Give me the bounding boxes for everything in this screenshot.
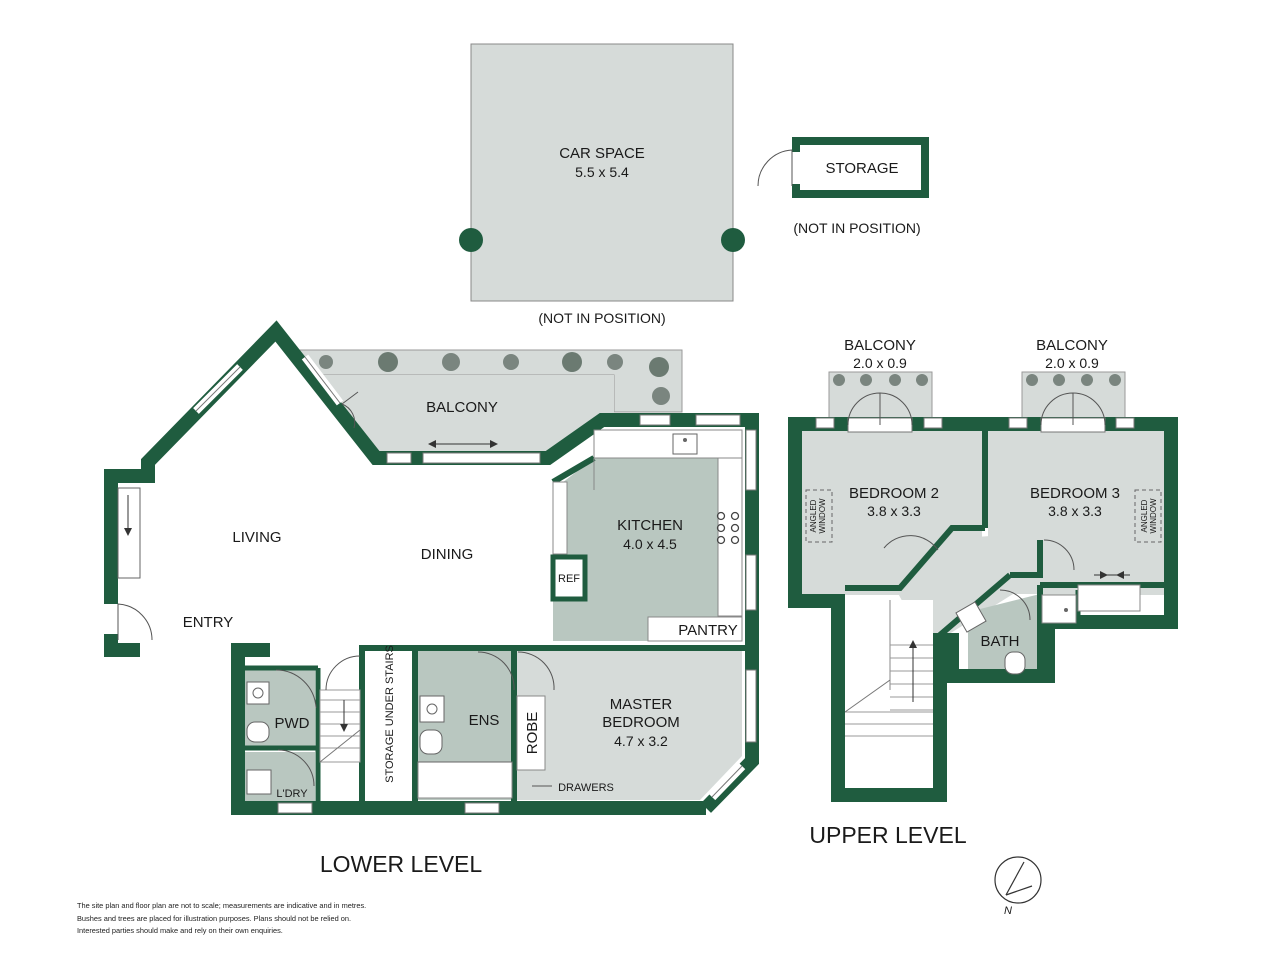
upper-exterior-wall (788, 417, 1178, 802)
drawers-label: DRAWERS (558, 782, 614, 794)
entry-label: ENTRY (183, 614, 234, 631)
bedroom3-label: BEDROOM 3 (1030, 485, 1120, 502)
balcony-trees (833, 374, 1121, 386)
upper-level: ANGLED WINDOW ANGLED WINDOW (788, 337, 1178, 848)
bedroom3-dims: 3.8 x 3.3 (1048, 503, 1102, 519)
angled-window-right (1134, 489, 1162, 543)
storage-door-swing (757, 149, 793, 187)
storage-label: STORAGE (825, 160, 898, 177)
balcony-right-label: BALCONY (1036, 337, 1108, 354)
pwd-toilet-icon (246, 721, 270, 743)
north-arrow-icon: N (994, 856, 1042, 917)
bath-basin-icon (955, 601, 987, 633)
master-dims: 4.7 x 3.2 (614, 733, 668, 749)
angled-window-left-2: WINDOW (818, 498, 827, 534)
french-door-left-a (847, 392, 881, 426)
ens-toilet-icon (419, 729, 443, 755)
ref-space (550, 554, 588, 602)
upper-level-title: UPPER LEVEL (809, 822, 966, 848)
robe-arrow-left-icon (1116, 571, 1124, 579)
storage-note: (NOT IN POSITION) (793, 220, 920, 236)
pwd-label: PWD (275, 715, 310, 732)
angled-window-left-1: ANGLED (809, 499, 818, 532)
ens-basin-icon (419, 695, 445, 723)
angled-window-right-2: WINDOW (1149, 498, 1158, 534)
bedroom3-robe (1077, 584, 1141, 612)
ens-label: ENS (469, 712, 500, 729)
sink-icon (672, 433, 698, 455)
angled-window-right-1: ANGLED (1140, 499, 1149, 532)
pantry-label: PANTRY (678, 622, 737, 639)
kitchen-label: KITCHEN (617, 517, 683, 534)
kitchen-bench-top (593, 429, 743, 459)
disclaimer-line-3: Interested parties should make and rely … (77, 926, 283, 936)
ref-label: REF (558, 573, 580, 585)
compass-label: N (1004, 905, 1012, 917)
stair-arrow-icon (340, 724, 348, 732)
disclaimer-line-2: Bushes and trees are placed for illustra… (77, 913, 352, 923)
lower-exterior-wall (104, 320, 759, 813)
disclaimer-line-1: The site plan and floor plan are not to … (77, 901, 367, 910)
post-right (721, 228, 745, 252)
french-door-right-a (1040, 392, 1074, 426)
balcony-left-dims: 2.0 x 0.9 (853, 355, 907, 371)
entry-wall (104, 634, 140, 657)
post-left (459, 228, 483, 252)
master-bedroom-floor (514, 651, 742, 800)
disclaimer: The site plan and floor plan are not to … (77, 900, 497, 938)
cooktop-icon (716, 511, 740, 545)
car-space-dims: 5.5 x 5.4 (575, 164, 629, 180)
sliding-door (422, 452, 541, 464)
upper-stair-arrow-icon (909, 640, 917, 648)
upper-stairs (844, 600, 933, 788)
stairs (319, 655, 361, 763)
master-label-2: BEDROOM (602, 714, 680, 731)
dining-label: DINING (421, 546, 474, 563)
car-space-label: CAR SPACE (559, 145, 645, 162)
ldry-label: L'DRY (276, 788, 308, 800)
kitchen-dims: 4.0 x 4.5 (623, 536, 677, 552)
robe-label: ROBE (524, 712, 541, 755)
lower-balcony-label: BALCONY (426, 399, 498, 416)
bedroom2-label: BEDROOM 2 (849, 485, 939, 502)
living-label: LIVING (232, 529, 281, 546)
angled-window-left (805, 489, 833, 543)
pwd-basin-icon (246, 681, 270, 705)
slide-right-arrow-icon (490, 440, 498, 448)
balcony-left-label: BALCONY (844, 337, 916, 354)
ldry-tub-icon (246, 769, 272, 795)
window-arrow-icon (124, 528, 132, 536)
master-label-1: MASTER (610, 696, 673, 713)
kitchen-floor (553, 458, 718, 641)
robe-arrow-right-icon (1100, 571, 1108, 579)
robe (516, 695, 546, 771)
bedroom2-dims: 3.8 x 3.3 (867, 503, 921, 519)
storage-under-stairs-label: STORAGE UNDER STAIRS (384, 645, 396, 783)
bath-toilet-icon (1004, 651, 1026, 675)
car-space: CAR SPACE 5.5 x 5.4 (NOT IN POSITION) (459, 43, 745, 326)
upper-shower (1041, 594, 1077, 624)
pantry (647, 616, 743, 642)
car-space-note: (NOT IN POSITION) (538, 310, 665, 326)
balcony-deck (310, 375, 614, 458)
ens-shower (417, 761, 513, 799)
trees (319, 352, 670, 405)
balcony-door-swing (341, 391, 359, 429)
lower-level-title: LOWER LEVEL (320, 851, 483, 877)
bath-label: BATH (981, 633, 1020, 650)
storage-unit: STORAGE (NOT IN POSITION) (757, 137, 929, 236)
balcony-right-dims: 2.0 x 0.9 (1045, 355, 1099, 371)
bedroom2-floor (801, 430, 982, 595)
slide-left-arrow-icon (428, 440, 436, 448)
lower-level: BALCONY LIVING DINING ENTRY KITCHEN 4.0 … (104, 320, 759, 877)
bath-floor (968, 594, 1040, 670)
entry-door-swing (117, 603, 153, 641)
